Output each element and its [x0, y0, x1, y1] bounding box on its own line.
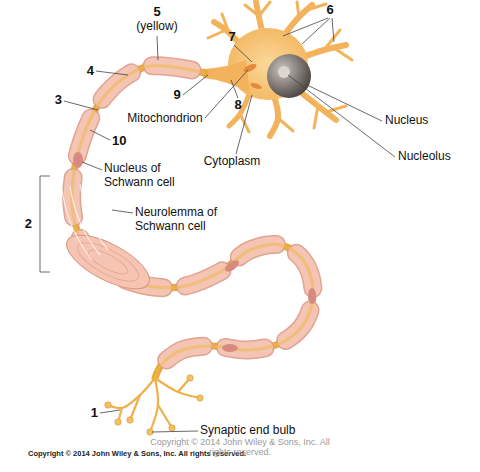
axon-core: [72, 66, 313, 378]
myelin-layers: [72, 235, 143, 288]
dendrite: [229, 92, 250, 126]
leader-line: [205, 70, 248, 118]
axon-terminal: [130, 395, 140, 420]
myelin-lamella: [80, 184, 108, 250]
callout-number: 6: [326, 3, 333, 18]
callout-number: 5: [153, 5, 160, 20]
axon-hillock: [203, 60, 250, 94]
myelin-cutaway: [59, 184, 157, 299]
leader-line: [332, 18, 334, 42]
dendrite: [297, 2, 299, 17]
myelin-layers: [59, 225, 157, 300]
watermark: Copyright © 2014 John Wiley & Sons, Inc.…: [140, 437, 340, 458]
callout-number: 9: [173, 88, 180, 103]
myelin-layers: [85, 245, 130, 278]
synaptic-end-bulb: [169, 425, 175, 431]
callout-number: 7: [228, 30, 235, 45]
leader-line: [305, 84, 382, 121]
callout-number: 4: [87, 64, 94, 79]
callout-number: 2: [25, 217, 32, 232]
dendrite: [314, 106, 318, 128]
mitochondrion: [250, 82, 263, 91]
part-label: Synaptic end bulb: [200, 424, 295, 438]
axon: [72, 66, 313, 378]
myelin-sheath-outline: [72, 66, 313, 364]
dendrite: [324, 30, 340, 50]
dendrite: [278, 118, 293, 131]
leader-line: [112, 210, 133, 213]
leader-line: [234, 45, 252, 62]
part-label: Nucleolus: [398, 150, 451, 164]
schwann-nucleus: [223, 258, 241, 274]
leader-line: [283, 18, 328, 36]
bracket: [40, 176, 50, 272]
leader-line: [64, 101, 98, 110]
dendrite: [334, 48, 352, 60]
leader-line: [96, 71, 128, 75]
dendrite: [270, 96, 278, 136]
axon-terminal: [155, 378, 200, 398]
axon-terminal: [158, 405, 172, 428]
myelin-lamella: [62, 190, 92, 260]
synaptic-end-bulb: [197, 395, 203, 401]
leader-line: [183, 75, 208, 95]
schwann-nucleus: [308, 288, 316, 304]
synaptic-end-bulb: [115, 419, 121, 425]
axon-terminal: [108, 378, 155, 408]
part-label: Nucleus of Schwann cell: [104, 162, 184, 190]
part-label: Mitochondrion: [127, 112, 202, 126]
dendrite: [304, 4, 326, 11]
axon-core: [72, 66, 313, 378]
dendrite: [245, 5, 259, 16]
leader-line: [100, 410, 120, 413]
callout-number: 1: [91, 406, 98, 421]
mitochondrion: [242, 62, 257, 73]
dendrite: [208, 30, 226, 38]
leader-line: [157, 36, 158, 60]
callout-number: 8: [234, 98, 241, 113]
leader-line: [82, 162, 102, 170]
nucleolus: [278, 66, 290, 78]
myelin-sheath: [72, 66, 313, 364]
part-label: Cytoplasm: [204, 155, 261, 169]
leader-line: [90, 130, 110, 140]
part-label: Nucleus: [385, 114, 428, 128]
part-label: Neurolemma of Schwann cell: [135, 206, 230, 234]
myelin-lamella: [70, 186, 100, 255]
color-note: (yellow): [136, 20, 177, 34]
axon-terminals: [105, 375, 203, 435]
callout-number: 10: [112, 134, 126, 149]
leader-lines: [40, 18, 395, 432]
leader-line: [288, 75, 395, 157]
leader-line: [152, 431, 198, 432]
synaptic-end-bulb: [105, 402, 111, 408]
dendrite: [259, 2, 270, 16]
axon-terminal: [150, 378, 158, 432]
schwann-nucleus: [222, 344, 238, 352]
synaptic-end-bulb: [127, 417, 133, 423]
schwann-nucleus: [73, 152, 83, 168]
leader-line: [302, 18, 330, 44]
synaptic-end-bulb: [187, 375, 193, 381]
callout-number: 3: [55, 93, 62, 108]
